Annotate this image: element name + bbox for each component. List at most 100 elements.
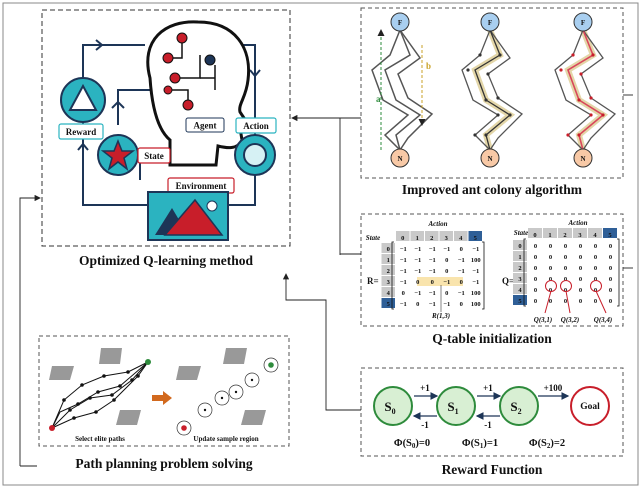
r-row-label-cell — [381, 254, 395, 264]
q-row-label-cell — [513, 262, 527, 272]
svg-text:S1: S1 — [447, 399, 458, 416]
q-cell: 0 — [549, 254, 552, 261]
ant-graph-3: F N — [554, 12, 617, 168]
q-header-cell — [573, 228, 587, 238]
sample-regions — [176, 357, 279, 436]
q-row-2: 2 — [518, 265, 521, 272]
r-row-4: 4 — [387, 290, 391, 297]
q-note-1: Q(3,1) — [534, 316, 552, 324]
r-header-cell — [468, 231, 482, 241]
r-row-1: 1 — [387, 257, 390, 264]
r-header-0: 0 — [401, 235, 404, 242]
r-cell: −1 — [458, 268, 465, 275]
q-cell: 0 — [549, 265, 552, 272]
r-cell: −1 — [472, 246, 479, 253]
right-caption: Update sample region — [193, 435, 258, 443]
r-cell: −1 — [414, 257, 421, 264]
q-row-label-cell — [513, 240, 527, 250]
q-cell: 0 — [579, 276, 582, 283]
reward-panel: +1 -1 +1 -1 +100 S0 S1 S2 Goal Φ(S0)=0 Φ… — [360, 367, 624, 477]
node-n-1 — [390, 148, 410, 168]
q-cell: 0 — [534, 243, 537, 250]
svg-text:N: N — [580, 155, 585, 163]
left-caption: Select elite paths — [75, 435, 125, 443]
svg-text:-1: -1 — [421, 420, 429, 430]
r-cell: −1 — [400, 279, 407, 286]
q-highlights — [544, 280, 607, 314]
q-note-2: Q(3,2) — [561, 316, 579, 324]
start-node — [49, 425, 55, 431]
path-title: Path planning problem solving — [75, 456, 252, 471]
r-cell: −1 — [472, 279, 479, 286]
path-box — [38, 335, 290, 447]
reward-label: Reward — [66, 127, 97, 137]
q-cell: 0 — [549, 276, 552, 283]
q-cell: 0 — [594, 243, 597, 250]
r-cell: 0 — [460, 301, 463, 308]
q-cell: 0 — [564, 265, 567, 272]
q-cell: 0 — [534, 254, 537, 261]
q-cell: 0 — [609, 254, 612, 261]
r-cell: −1 — [400, 246, 407, 253]
r-cell: 0 — [460, 279, 463, 286]
r-cell: 0 — [402, 290, 405, 297]
qtable-title: Q-table initialization — [432, 331, 552, 346]
ant-title: Improved ant colony algorithm — [402, 182, 583, 197]
connectors — [19, 94, 633, 467]
qlearning-panel: Agent Reward State Action Environment — [41, 9, 291, 268]
r-header-cell — [439, 231, 453, 241]
r-cell: −1 — [458, 290, 465, 297]
q-row-0: 0 — [518, 243, 521, 250]
q-row-5: 5 — [518, 298, 522, 305]
r-cell: 100 — [471, 301, 481, 308]
r-row-0: 0 — [387, 246, 390, 253]
reward-arrows — [412, 392, 570, 420]
r-header-cell — [454, 231, 468, 241]
q-cell: 0 — [579, 265, 582, 272]
r-cell: −1 — [429, 301, 436, 308]
q-cell: 0 — [579, 254, 582, 261]
q-state-label: State — [514, 229, 528, 237]
node-n-2 — [480, 148, 500, 168]
q-action-label: Action — [567, 219, 587, 227]
ant-colony-panel: a b F N F N — [360, 7, 624, 197]
r-header-4: 4 — [459, 235, 463, 242]
r-cell: −1 — [458, 257, 465, 264]
q-cell: 0 — [549, 298, 552, 305]
phi-s2: Φ(S2)=2 — [529, 438, 565, 450]
q-cell: 0 — [609, 243, 612, 250]
q-equals: Q= — [502, 276, 514, 286]
agent-label-box — [185, 117, 225, 133]
r-cell: 100 — [471, 257, 481, 264]
q-header-cell — [543, 228, 557, 238]
r-row-5: 5 — [387, 301, 391, 308]
svg-text:-1: -1 — [484, 420, 492, 430]
q-cell: 0 — [594, 254, 597, 261]
q-header-0: 0 — [533, 232, 536, 239]
state-s1: S1 — [436, 386, 476, 426]
elite-paths — [51, 361, 149, 429]
agent-label: Agent — [194, 121, 217, 131]
r-header-cell — [410, 231, 424, 241]
r-cell: −1 — [472, 268, 479, 275]
q-row-3: 3 — [518, 276, 522, 283]
q-cell: 0 — [564, 254, 567, 261]
q-header-1: 1 — [548, 232, 551, 239]
q-cell: 0 — [564, 298, 567, 305]
r-row-3: 3 — [387, 279, 391, 286]
q-row-1: 1 — [518, 254, 521, 261]
q-cell: 0 — [609, 276, 612, 283]
q-note-3: Q(3,4) — [594, 316, 612, 324]
svg-text:N: N — [397, 155, 402, 163]
reward-title: Reward Function — [442, 462, 543, 477]
q-cell: 0 — [594, 287, 597, 294]
svg-text:F: F — [581, 19, 585, 27]
svg-text:+1: +1 — [483, 383, 493, 393]
node-f-3 — [573, 12, 593, 32]
r-row-label-cell — [381, 287, 395, 297]
r-cell: 0 — [445, 290, 448, 297]
r-cell: −1 — [429, 246, 436, 253]
